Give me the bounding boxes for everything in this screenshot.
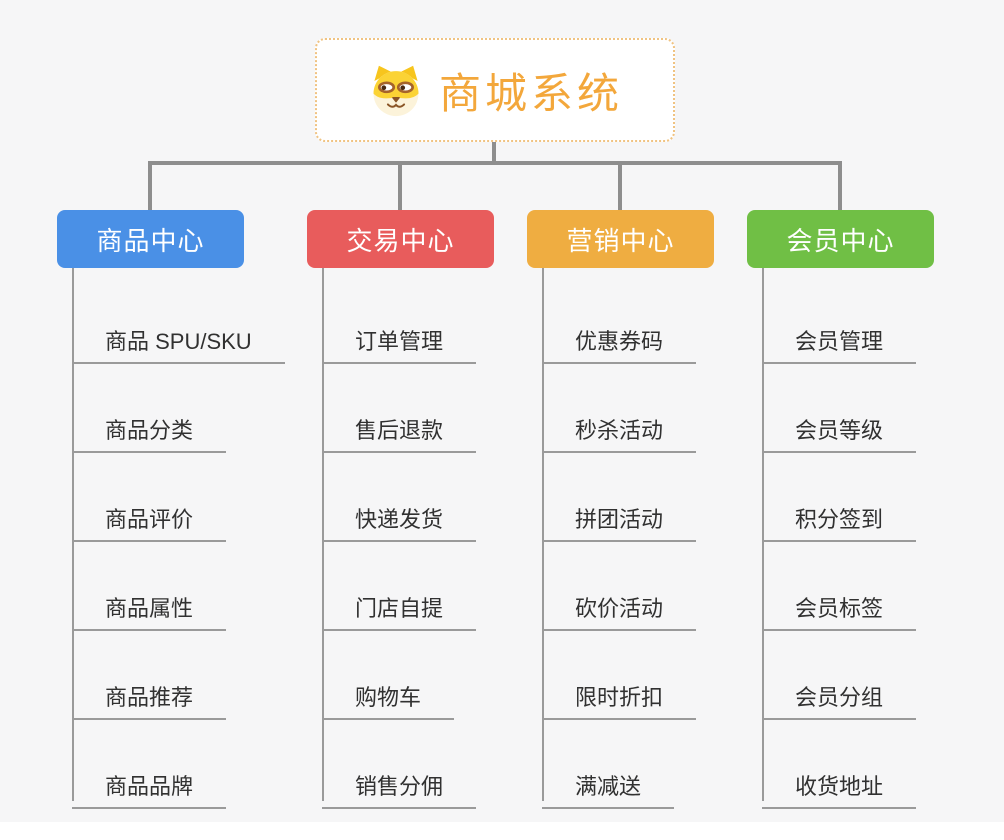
connector-drop-trade xyxy=(398,161,402,210)
leaf-node[interactable]: 订单管理 xyxy=(322,312,477,364)
connector-horizontal-bar xyxy=(148,161,842,165)
leaf-node[interactable]: 满减送 xyxy=(542,757,675,809)
branch-header-trade[interactable]: 交易中心 xyxy=(307,210,494,268)
connector-branch-line-trade xyxy=(322,268,324,801)
leaf-node[interactable]: 商品评价 xyxy=(72,490,227,542)
leaf-node[interactable]: 会员管理 xyxy=(762,312,917,364)
leaf-node[interactable]: 商品 SPU/SKU xyxy=(72,312,285,364)
leaf-node[interactable]: 门店自提 xyxy=(322,579,477,631)
branch-header-product[interactable]: 商品中心 xyxy=(57,210,244,268)
connector-drop-product xyxy=(148,161,152,210)
leaf-node[interactable]: 商品品牌 xyxy=(72,757,227,809)
leaf-node[interactable]: 快递发货 xyxy=(322,490,477,542)
leaf-node[interactable]: 秒杀活动 xyxy=(542,401,697,453)
leaf-node[interactable]: 售后退款 xyxy=(322,401,477,453)
root-title: 商城系统 xyxy=(438,69,623,117)
connector-drop-marketing xyxy=(618,161,622,210)
leaf-node[interactable]: 积分签到 xyxy=(762,490,917,542)
leaf-node[interactable]: 会员分组 xyxy=(762,668,917,720)
connector-root-stem xyxy=(492,142,496,165)
leaf-node[interactable]: 收货地址 xyxy=(762,757,917,809)
branch-member: 会员中心 会员管理 会员等级 积分签到 会员标签 会员分组 收货地址 xyxy=(747,210,934,809)
leaf-node[interactable]: 会员等级 xyxy=(762,401,917,453)
branch-header-marketing[interactable]: 营销中心 xyxy=(527,210,714,268)
leaf-node[interactable]: 销售分佣 xyxy=(322,757,477,809)
branch-marketing: 营销中心 优惠券码 秒杀活动 拼团活动 砍价活动 限时折扣 满减送 xyxy=(527,210,714,809)
leaf-node[interactable]: 商品推荐 xyxy=(72,668,227,720)
branch-product: 商品中心 商品 SPU/SKU 商品分类 商品评价 商品属性 商品推荐 商品品牌 xyxy=(57,210,285,809)
connector-branch-line-product xyxy=(72,268,74,801)
leaf-node[interactable]: 会员标签 xyxy=(762,579,917,631)
leaf-node[interactable]: 购物车 xyxy=(322,668,455,720)
connector-branch-line-member xyxy=(762,268,764,801)
connector-drop-member xyxy=(838,161,842,210)
canvas-bottom-edge xyxy=(0,822,1004,840)
leaf-node[interactable]: 拼团活动 xyxy=(542,490,697,542)
root-node[interactable]: 商城系统 xyxy=(315,38,675,142)
dog-face-icon xyxy=(373,65,419,117)
branch-header-member[interactable]: 会员中心 xyxy=(747,210,934,268)
leaf-node[interactable]: 商品分类 xyxy=(72,401,227,453)
connector-branch-line-marketing xyxy=(542,268,544,801)
branch-trade: 交易中心 订单管理 售后退款 快递发货 门店自提 购物车 销售分佣 xyxy=(307,210,494,809)
leaf-node[interactable]: 限时折扣 xyxy=(542,668,697,720)
leaf-node[interactable]: 商品属性 xyxy=(72,579,227,631)
leaf-node[interactable]: 砍价活动 xyxy=(542,579,697,631)
leaf-node[interactable]: 优惠券码 xyxy=(542,312,697,364)
